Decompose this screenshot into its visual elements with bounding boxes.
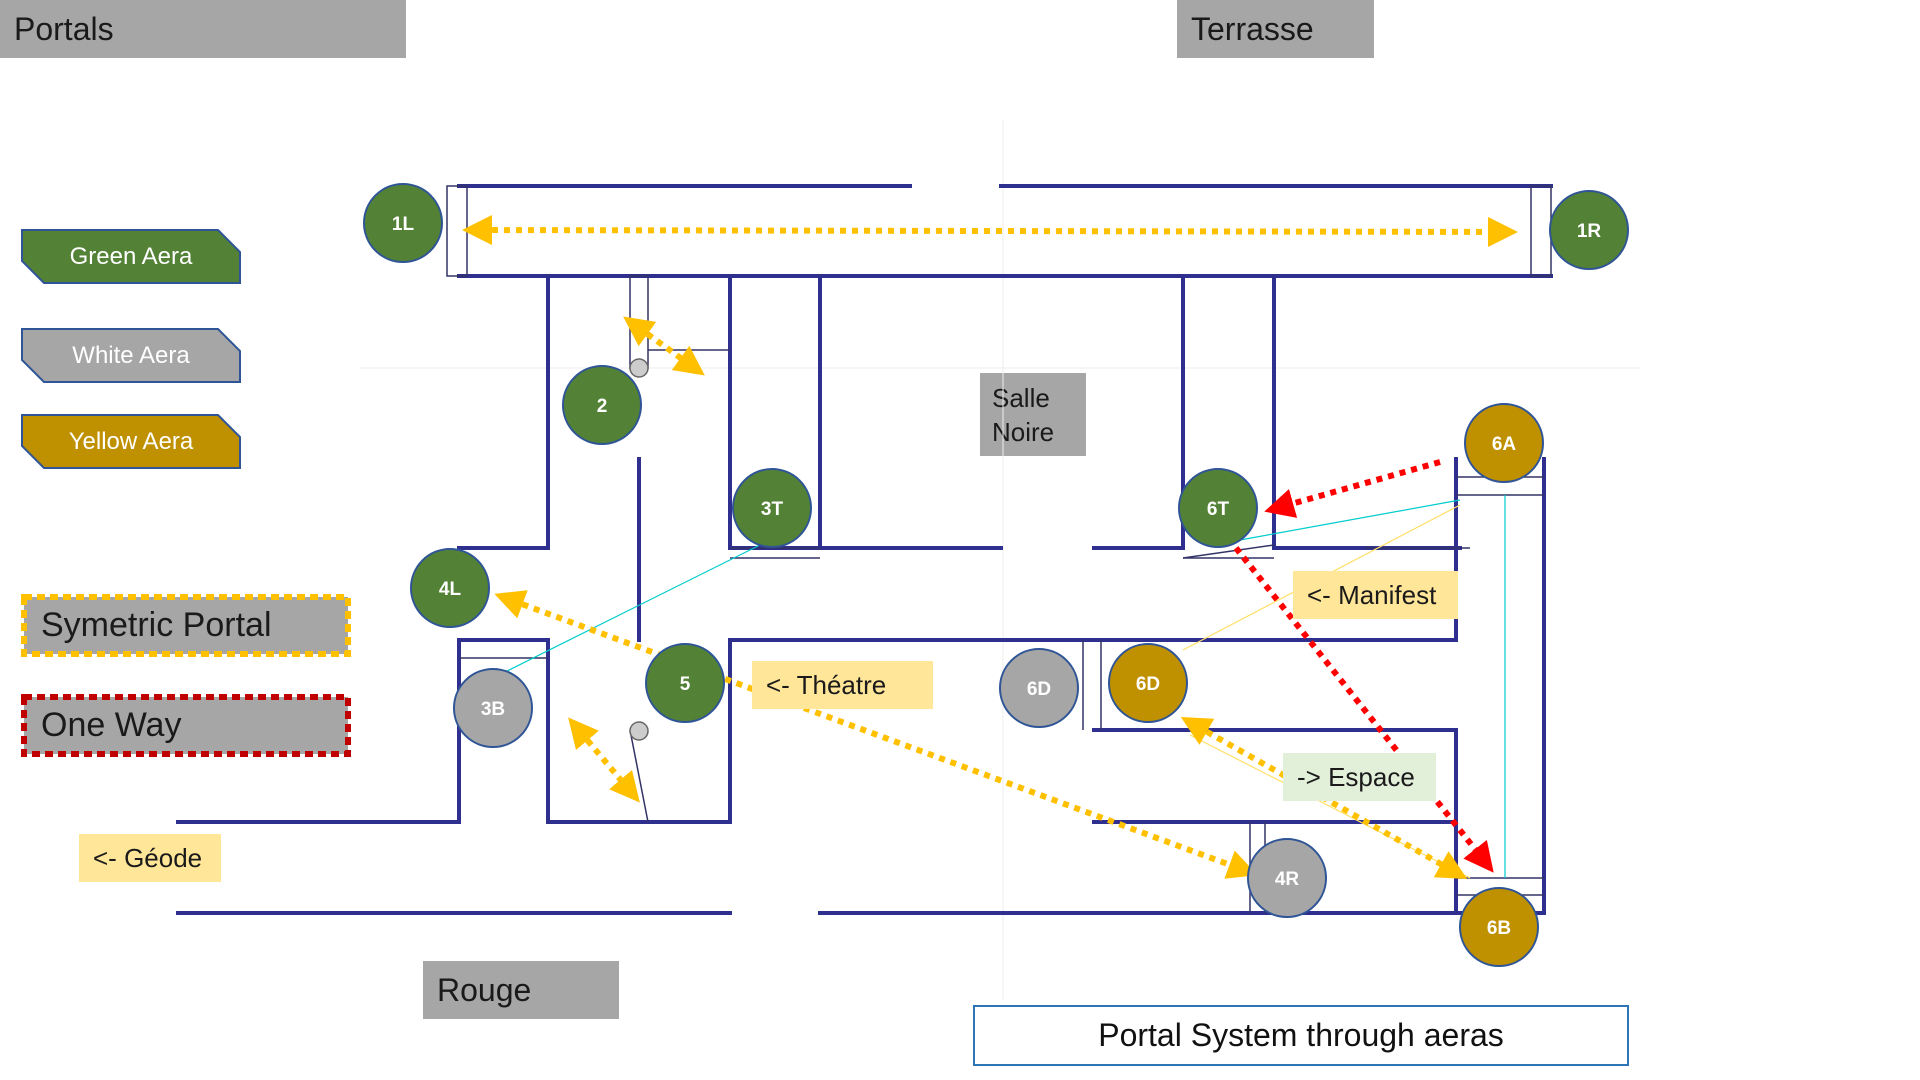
- legend-symetric-label: Symetric Portal: [41, 606, 272, 644]
- portal-6T-label: 6T: [1207, 499, 1230, 520]
- portal-1L-label: 1L: [392, 214, 415, 235]
- salle-noire-label: Salle Noire: [980, 373, 1086, 456]
- portal-5: 5: [645, 643, 725, 723]
- arrow-1L-1R: [462, 215, 1518, 247]
- arrow-6A-6T: [1264, 459, 1441, 518]
- portal-6D-white: 6D: [999, 648, 1079, 728]
- dest-geode: <- Géode: [79, 834, 221, 882]
- portal-1L: 1L: [363, 183, 443, 263]
- portal-3B-label: 3B: [481, 699, 505, 720]
- portals-title: Portals: [0, 0, 406, 58]
- salle-noire-line1: Salle: [992, 383, 1050, 413]
- legend-green-label: Green Aera: [69, 242, 193, 270]
- portal-6A-label: 6A: [1492, 434, 1517, 455]
- portal-6D-white-label: 6D: [1027, 679, 1051, 700]
- portal-4R-label: 4R: [1275, 869, 1300, 890]
- dest-manifest: <- Manifest: [1293, 571, 1458, 619]
- portal-4R: 4R: [1247, 838, 1327, 918]
- portal-6D-yellow: 6D: [1108, 643, 1188, 723]
- portal-3T-label: 3T: [761, 499, 784, 520]
- legend-green-shape: [21, 229, 241, 284]
- arrow-2: [623, 316, 705, 376]
- portal-6B: 6B: [1459, 887, 1539, 967]
- dest-espace: -> Espace: [1283, 753, 1436, 801]
- one-way-arrows: [1233, 459, 1494, 873]
- legend-oneway-label: One Way: [41, 706, 182, 744]
- portal-6D-yellow-label: 6D: [1136, 674, 1160, 695]
- rouge-label: Rouge: [423, 961, 619, 1019]
- portal-1R: 1R: [1549, 190, 1629, 270]
- arrow-3B: [568, 717, 640, 803]
- legend-white-label: White Aera: [72, 341, 190, 369]
- portal-1R-label: 1R: [1577, 221, 1602, 242]
- arrow-4L-4R: [494, 590, 1258, 879]
- legend-white-shape: [21, 328, 241, 383]
- portal-6B-label: 6B: [1487, 918, 1511, 939]
- legend-symetric-shape: [21, 594, 351, 657]
- portal-4L: 4L: [410, 548, 490, 628]
- diagram-caption: Portal System through aeras: [973, 1005, 1629, 1066]
- portals: 1L 1R 2 3T 3B 4L 4R 5 6A 6B 6D 6D 6T: [363, 183, 1629, 967]
- arrow-6T-6B: [1233, 546, 1494, 873]
- legend-yellow-label: Yellow Aera: [68, 427, 194, 455]
- legend-shapes: [21, 229, 351, 757]
- portal-4L-label: 4L: [439, 579, 462, 600]
- legend-oneway-shape: [21, 694, 351, 757]
- dest-theatre: <- Théatre: [752, 661, 933, 709]
- portal-6A: 6A: [1464, 403, 1544, 483]
- portal-2-label: 2: [597, 396, 608, 417]
- legend-yellow-shape: [21, 414, 241, 469]
- salle-noire-line2: Noire: [992, 417, 1055, 447]
- portal-3T: 3T: [732, 468, 812, 548]
- portal-5-label: 5: [680, 674, 691, 695]
- walls: [176, 184, 1553, 915]
- portal-3B: 3B: [453, 668, 533, 748]
- terrasse-label: Terrasse: [1177, 0, 1374, 58]
- portal-2: 2: [562, 365, 642, 445]
- portal-6T: 6T: [1178, 468, 1258, 548]
